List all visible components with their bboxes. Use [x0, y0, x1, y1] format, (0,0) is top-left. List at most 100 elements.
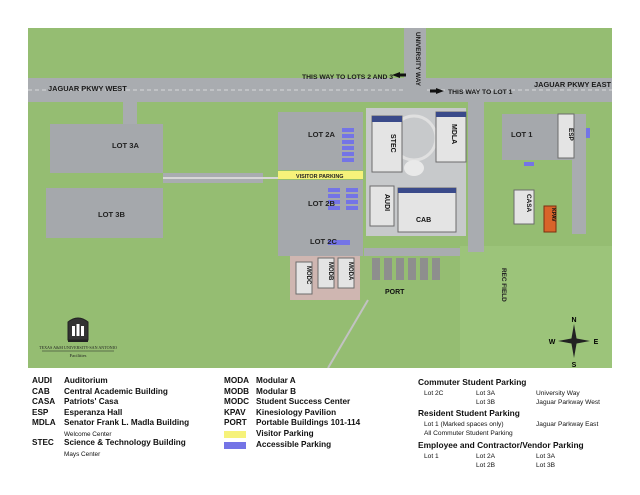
- building-esp[interactable]: [557, 113, 575, 159]
- modc-label: MODC: [305, 266, 311, 285]
- building-moda[interactable]: [337, 257, 355, 289]
- legend-row: Accessible Parking: [224, 440, 414, 451]
- commuter-item: Lot 2C: [424, 390, 444, 397]
- legend-code: CASA: [32, 397, 56, 407]
- direction-lot-1: THIS WAY TO LOT 1: [448, 89, 513, 96]
- arrow-right-icon: [436, 88, 444, 94]
- legend-code: MODC: [224, 397, 250, 407]
- logo-line-2: Facilities: [70, 353, 87, 358]
- resident-heading: Resident Student Parking: [418, 408, 520, 418]
- legend-subtitle: Mays Center: [64, 450, 101, 458]
- commuter-item: University Way: [536, 390, 580, 397]
- legend-name: Visitor Parking: [256, 428, 314, 438]
- legend-code: ESP: [32, 407, 49, 417]
- road-label-university-way: UNIVERSITY WAY: [414, 32, 421, 87]
- legend-name: Kinesiology Pavilion: [256, 407, 337, 417]
- cab-label: CAB: [416, 217, 431, 224]
- legend-buildings-1: AUDI Auditorium CAB Central Academic Build…: [32, 376, 212, 458]
- legend-row: ESP Esperanza Hall: [32, 408, 212, 419]
- visitor-swatch: [224, 430, 246, 438]
- rec-field-label: REC FIELD: [500, 268, 507, 302]
- legend-code: PORT: [224, 418, 247, 428]
- lot-2c-label: LOT 2C: [310, 237, 338, 246]
- commuter-item: Lot 3B: [476, 399, 496, 406]
- lot-3b[interactable]: [46, 188, 163, 238]
- legend-name: Modular A: [256, 376, 296, 385]
- campus-map: JAGUAR PKWY WEST JAGUAR PKWY EAST UNIVER…: [28, 28, 612, 368]
- legend-name: Accessible Parking: [256, 439, 332, 449]
- port-label: PORT: [385, 289, 405, 296]
- commuter-item: Lot 3A: [476, 390, 496, 397]
- resident-item: All Commuter Student Parking: [424, 430, 513, 437]
- legend-code: MDLA: [32, 418, 56, 428]
- logo-line-1: TEXAS A&M UNIVERSITY-SAN ANTONIO: [39, 345, 117, 350]
- legend-code: MODB: [224, 386, 250, 396]
- legend-row: Mays Center: [32, 449, 212, 458]
- legend-name: Auditorium: [64, 376, 108, 385]
- legend-name: Central Academic Building: [64, 386, 168, 396]
- legend-name: Esperanza Hall: [64, 407, 123, 417]
- compass-s: S: [572, 362, 577, 369]
- employee-item: Lot 2A: [476, 453, 496, 460]
- employee-item: Lot 1: [424, 453, 439, 460]
- stec-label: STEC: [389, 134, 396, 153]
- building-cab[interactable]: [397, 187, 457, 233]
- legend-row: AUDI Auditorium: [32, 376, 212, 387]
- accessible-stalls: [328, 128, 590, 245]
- rec-field-area: [460, 246, 612, 368]
- compass-rose-icon: N S W E: [549, 317, 599, 369]
- legend-row: PORT Portable Buildings 101-114: [224, 418, 414, 429]
- accessible-swatch: [224, 441, 246, 449]
- building-modb[interactable]: [317, 257, 335, 289]
- compass-e: E: [594, 339, 599, 346]
- legend-row: CAB Central Academic Building: [32, 387, 212, 398]
- road-label-west: JAGUAR PKWY WEST: [48, 84, 127, 93]
- arrow-left-icon: [392, 72, 400, 78]
- building-modc[interactable]: [295, 261, 313, 295]
- legend-name: Portable Buildings 101-114: [256, 418, 361, 428]
- building-port[interactable]: [372, 258, 440, 280]
- compass-w: W: [549, 339, 556, 346]
- building-mdla[interactable]: [435, 111, 467, 163]
- employee-item: Lot 2B: [476, 462, 496, 469]
- resident-item: Jaguar Parkway East: [536, 421, 599, 428]
- building-casa[interactable]: [513, 189, 535, 225]
- university-logo: TEXAS A&M UNIVERSITY-SAN ANTONIO Facilit…: [39, 317, 117, 358]
- legend-row: Visitor Parking: [224, 429, 414, 440]
- road-label-east: JAGUAR PKWY EAST: [534, 80, 612, 89]
- lot-3a[interactable]: [50, 124, 163, 173]
- mdla-label: MDLA: [450, 124, 457, 144]
- employee-heading: Employee and Contractor/Vendor Parking: [418, 440, 584, 450]
- audi-label: AUDI: [383, 194, 390, 211]
- commuter-heading: Commuter Student Parking: [418, 377, 527, 387]
- employee-item: Lot 3B: [536, 462, 556, 469]
- legend-name: Senator Frank L. Madla Building: [64, 418, 190, 428]
- lot-1-label: LOT 1: [511, 130, 533, 139]
- legend-code: CAB: [32, 386, 50, 396]
- legend-row: MODC Student Success Center: [224, 397, 414, 408]
- university-way[interactable]: [404, 28, 426, 102]
- building-audi[interactable]: [369, 185, 395, 227]
- legend-code: AUDI: [32, 376, 53, 385]
- kpav-label: KPAV: [550, 208, 556, 222]
- esp-label: ESP: [567, 128, 574, 142]
- lot-3b-label: LOT 3B: [98, 210, 126, 219]
- visitor-parking-row[interactable]: [278, 171, 363, 179]
- visitor-parking-label: VISITOR PARKING: [296, 174, 343, 180]
- legend-subtitle: Welcome Center: [64, 430, 112, 438]
- lot-2b-label: LOT 2B: [308, 199, 336, 208]
- building-stec[interactable]: [371, 115, 403, 173]
- modb-label: MODB: [327, 262, 333, 281]
- legend-name: Student Success Center: [256, 397, 351, 407]
- compass-n: N: [571, 317, 576, 324]
- lot-2a-label: LOT 2A: [308, 130, 336, 139]
- direction-lots-2-3: THIS WAY TO LOTS 2 AND 3: [302, 74, 393, 81]
- casa-label: CASA: [525, 194, 532, 212]
- legend-row: Welcome Center: [32, 429, 212, 438]
- building-kpav[interactable]: [543, 205, 557, 233]
